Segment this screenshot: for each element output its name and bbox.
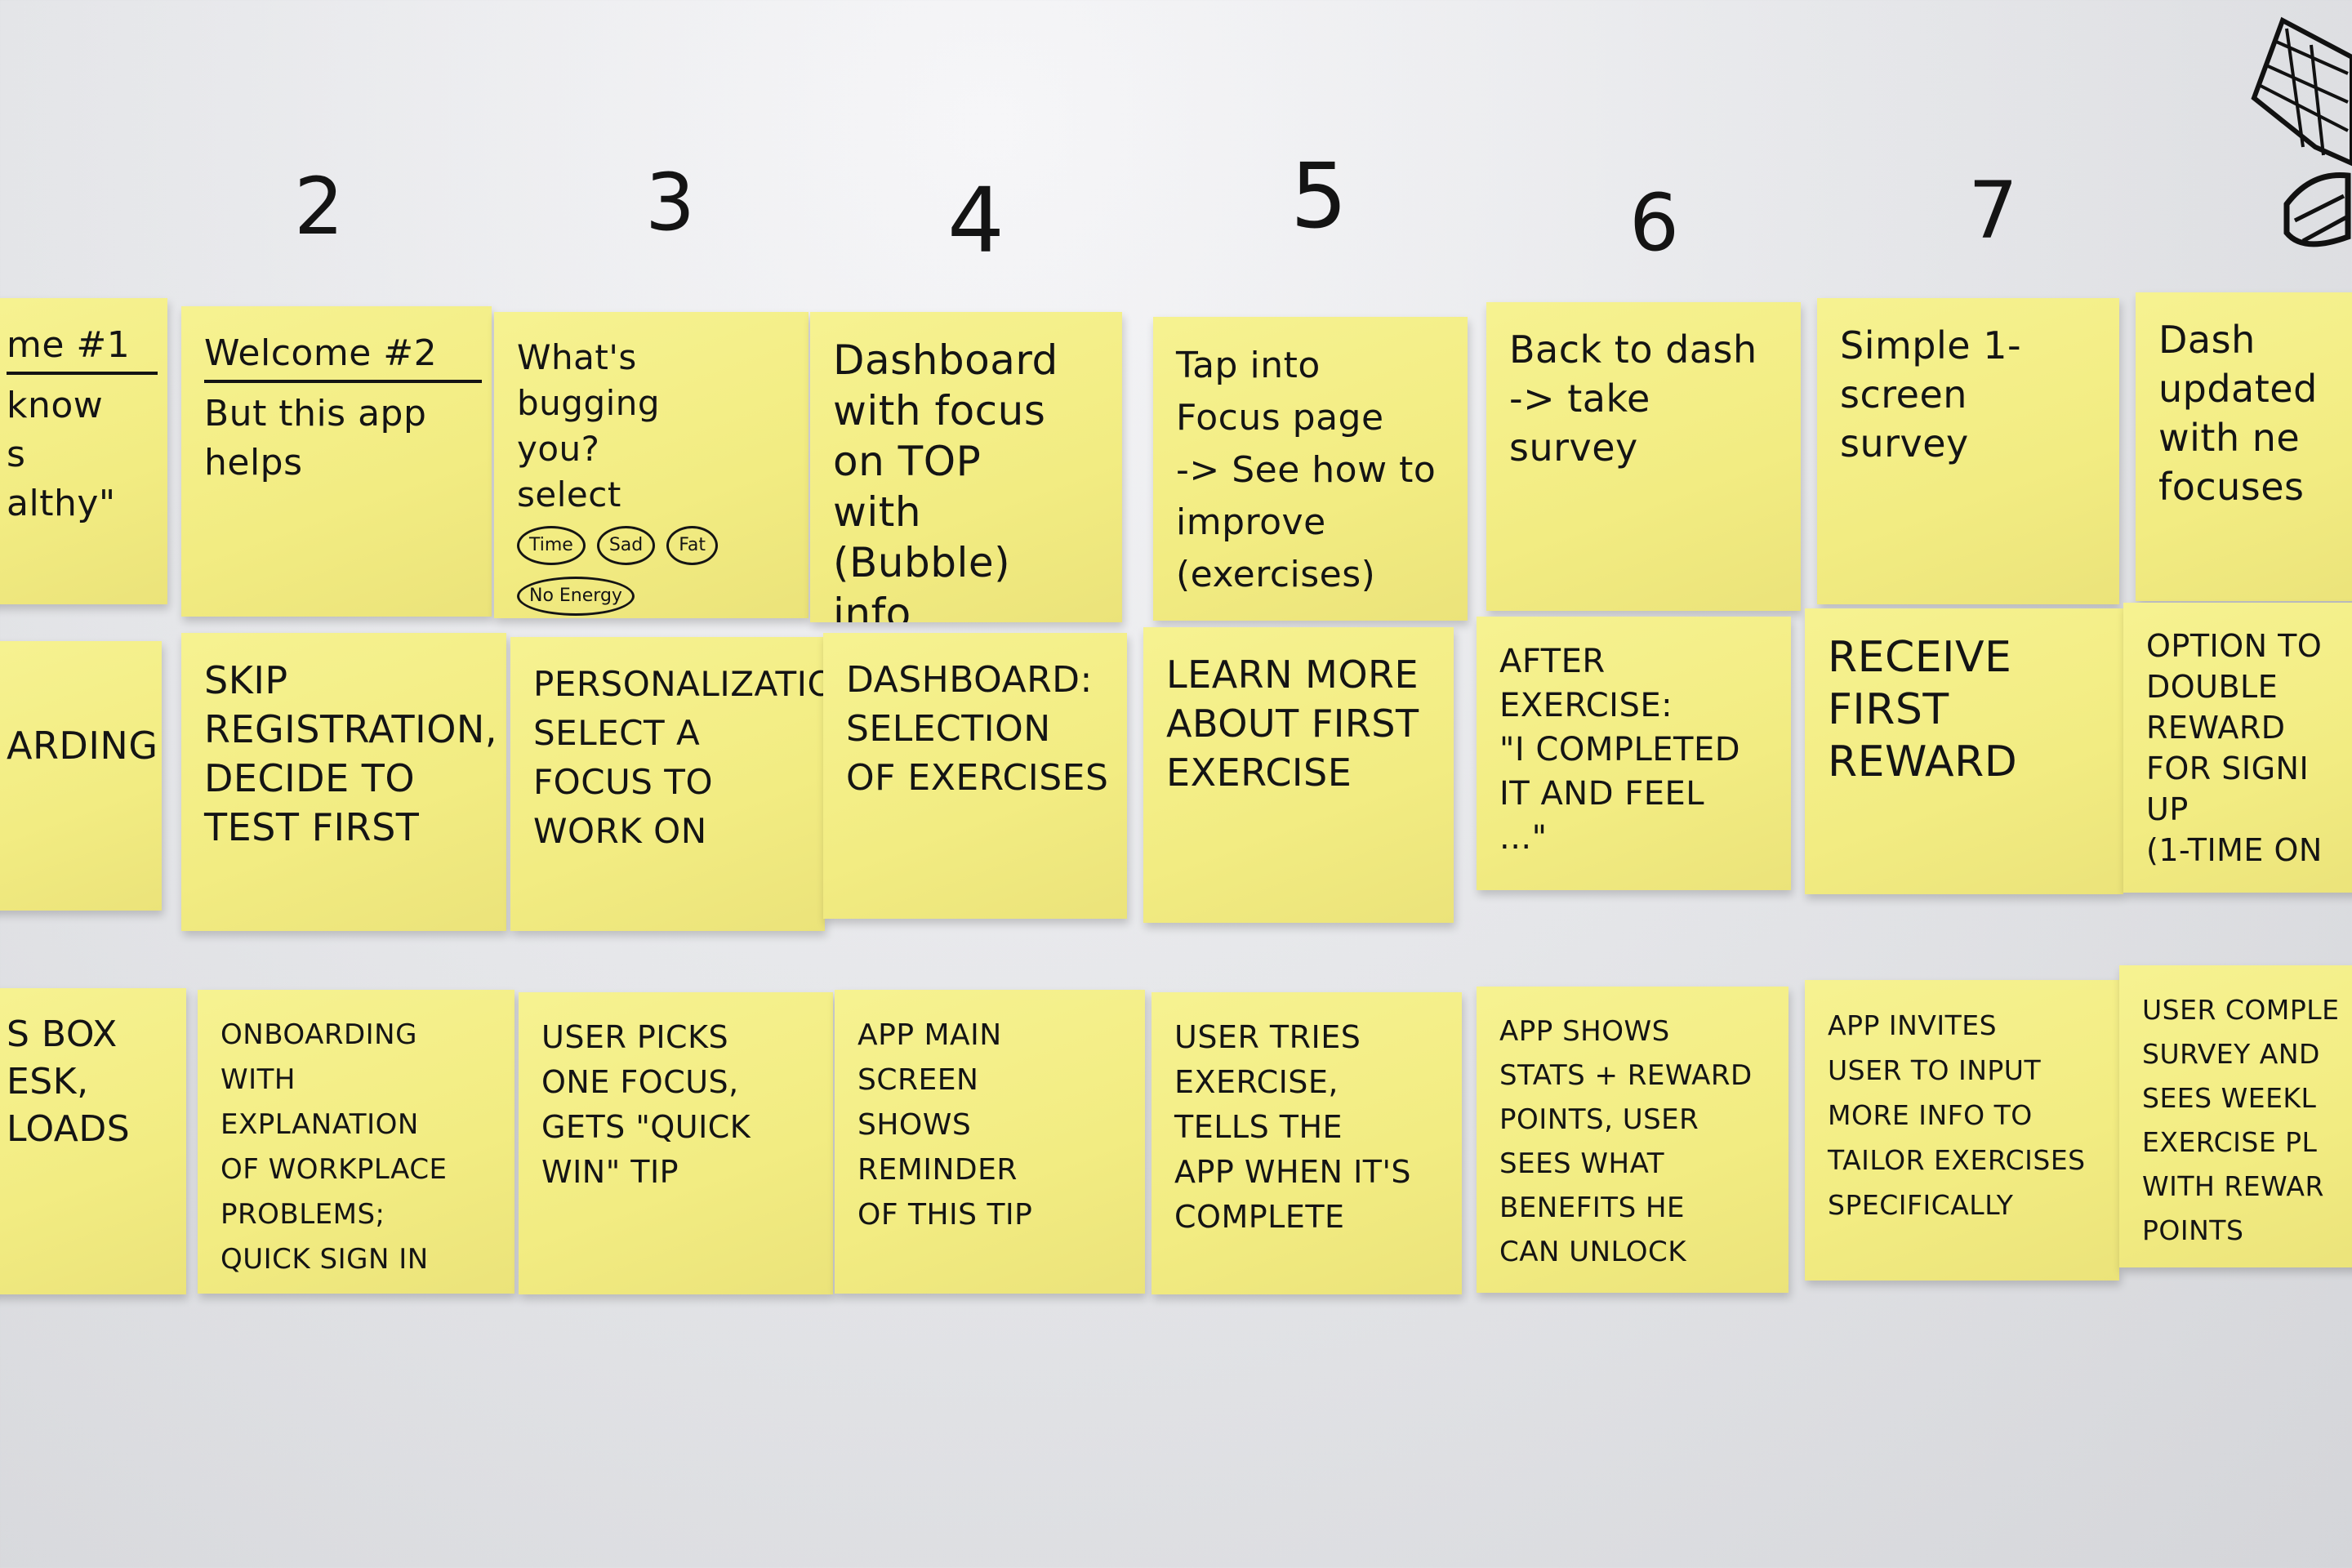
sticky-note-r1-c7: Simple 1-screen survey — [1817, 298, 2119, 604]
sticky-note-r1-c3: What's bugging you? select Time Sad Fat … — [494, 312, 808, 618]
note-text: AFTER EXERCISE: "I COMPLETED IT AND FEEL… — [1499, 643, 1741, 857]
note-text: APP INVITES USER TO INPUT MORE INFO TO T… — [1828, 1009, 2086, 1221]
sticky-note-r2-c7: RECEIVE FIRST REWARD — [1805, 608, 2123, 894]
note-text: Dashboard with focus on TOP with (Bubble… — [833, 336, 1058, 622]
sticky-note-r2-c5: LEARN MORE ABOUT FIRST EXERCISE — [1143, 627, 1454, 923]
column-number-5: 5 — [1290, 144, 1348, 248]
column-number-4: 4 — [947, 168, 1004, 273]
sticky-note-r3-c2: ONBOARDING WITH EXPLANATION OF WORKPLACE… — [198, 990, 514, 1294]
note-text: ONBOARDING WITH EXPLANATION OF WORKPLACE… — [220, 1018, 448, 1276]
note-text: ARDING — [7, 724, 158, 768]
note-text: DASHBOARD: SELECTION OF EXERCISES — [846, 659, 1109, 799]
sticky-note-r2-c1: ARDING — [0, 641, 162, 911]
calendar-doodle-icon — [2251, 16, 2352, 247]
sticky-note-r3-c4: APP MAIN SCREEN SHOWS REMINDER OF THIS T… — [835, 990, 1145, 1294]
note-text: LEARN MORE ABOUT FIRST EXERCISE — [1166, 653, 1419, 795]
note-text: RECEIVE FIRST REWARD — [1828, 633, 2018, 786]
bubble-no-energy: No Energy — [517, 577, 635, 616]
note-text: Simple 1-screen survey — [1840, 323, 2022, 466]
note-text: SKIP REGISTRATION, DECIDE TO TEST FIRST — [204, 658, 497, 849]
note-title: Welcome #2 — [204, 329, 482, 383]
sticky-note-r3-c3: USER PICKS ONE FOCUS, GETS "QUICK WIN" T… — [519, 992, 833, 1294]
note-text: USER TRIES EXERCISE, TELLS THE APP WHEN … — [1174, 1019, 1412, 1235]
note-title: me #1 — [7, 321, 158, 375]
bubble-fat: Fat — [666, 526, 719, 565]
sticky-note-r1-c8: Dash updated with ne focuses — [2136, 292, 2352, 601]
note-text: Back to dash -> take survey — [1509, 327, 1757, 470]
bubble-options: Time Sad Fat No Energy — [517, 526, 791, 616]
sticky-note-r1-c1: me #1 know s althy" — [0, 298, 167, 604]
note-text: APP MAIN SCREEN SHOWS REMINDER OF THIS T… — [858, 1018, 1033, 1232]
column-number-6: 6 — [1629, 177, 1680, 269]
bubble-sad: Sad — [596, 526, 656, 565]
note-text: Dash updated with ne focuses — [2158, 318, 2318, 509]
note-text: S BOX ESK, LOADS — [7, 1013, 131, 1150]
column-number-7: 7 — [1968, 165, 2019, 256]
note-text: USER PICKS ONE FOCUS, GETS "QUICK WIN" T… — [541, 1019, 751, 1190]
note-text: PERSONALIZATION: SELECT A FOCUS TO WORK … — [533, 664, 825, 851]
note-text: USER COMPLE SURVEY AND SEES WEEKL EXERCI… — [2142, 994, 2340, 1246]
sticky-note-r3-c7: APP INVITES USER TO INPUT MORE INFO TO T… — [1805, 980, 2119, 1281]
sticky-note-r1-c6: Back to dash -> take survey — [1486, 302, 1801, 611]
bubble-time: Time — [517, 526, 586, 565]
sticky-note-r3-c6: APP SHOWS STATS + REWARD POINTS, USER SE… — [1477, 987, 1788, 1293]
sticky-note-r2-c2: SKIP REGISTRATION, DECIDE TO TEST FIRST — [181, 633, 506, 931]
sticky-note-r1-c4: Dashboard with focus on TOP with (Bubble… — [810, 312, 1122, 622]
sticky-note-r3-c5: USER TRIES EXERCISE, TELLS THE APP WHEN … — [1152, 992, 1462, 1294]
note-text: OPTION TO DOUBLE REWARD FOR SIGNI UP (1-… — [2146, 628, 2323, 868]
sticky-note-r1-c2: Welcome #2 But this app helps — [181, 306, 492, 617]
sticky-note-r2-c3: PERSONALIZATION: SELECT A FOCUS TO WORK … — [510, 637, 825, 931]
note-text: But this app helps — [204, 393, 427, 483]
sticky-note-r1-c5: Tap into Focus page -> See how to improv… — [1153, 317, 1468, 621]
sticky-note-r2-c4: DASHBOARD: SELECTION OF EXERCISES — [823, 633, 1127, 919]
sticky-note-r2-c8: OPTION TO DOUBLE REWARD FOR SIGNI UP (1-… — [2123, 603, 2352, 893]
note-text: Tap into Focus page -> See how to improv… — [1176, 345, 1437, 595]
sticky-note-r3-c1: S BOX ESK, LOADS — [0, 988, 186, 1294]
note-text: What's bugging you? select — [517, 337, 661, 514]
column-number-2: 2 — [294, 161, 345, 252]
column-number-3: 3 — [645, 157, 696, 248]
sticky-note-r2-c6: AFTER EXERCISE: "I COMPLETED IT AND FEEL… — [1477, 617, 1791, 890]
note-text: know s althy" — [7, 385, 116, 524]
sticky-note-r3-c8: USER COMPLE SURVEY AND SEES WEEKL EXERCI… — [2119, 965, 2352, 1267]
note-text: APP SHOWS STATS + REWARD POINTS, USER SE… — [1499, 1015, 1753, 1268]
